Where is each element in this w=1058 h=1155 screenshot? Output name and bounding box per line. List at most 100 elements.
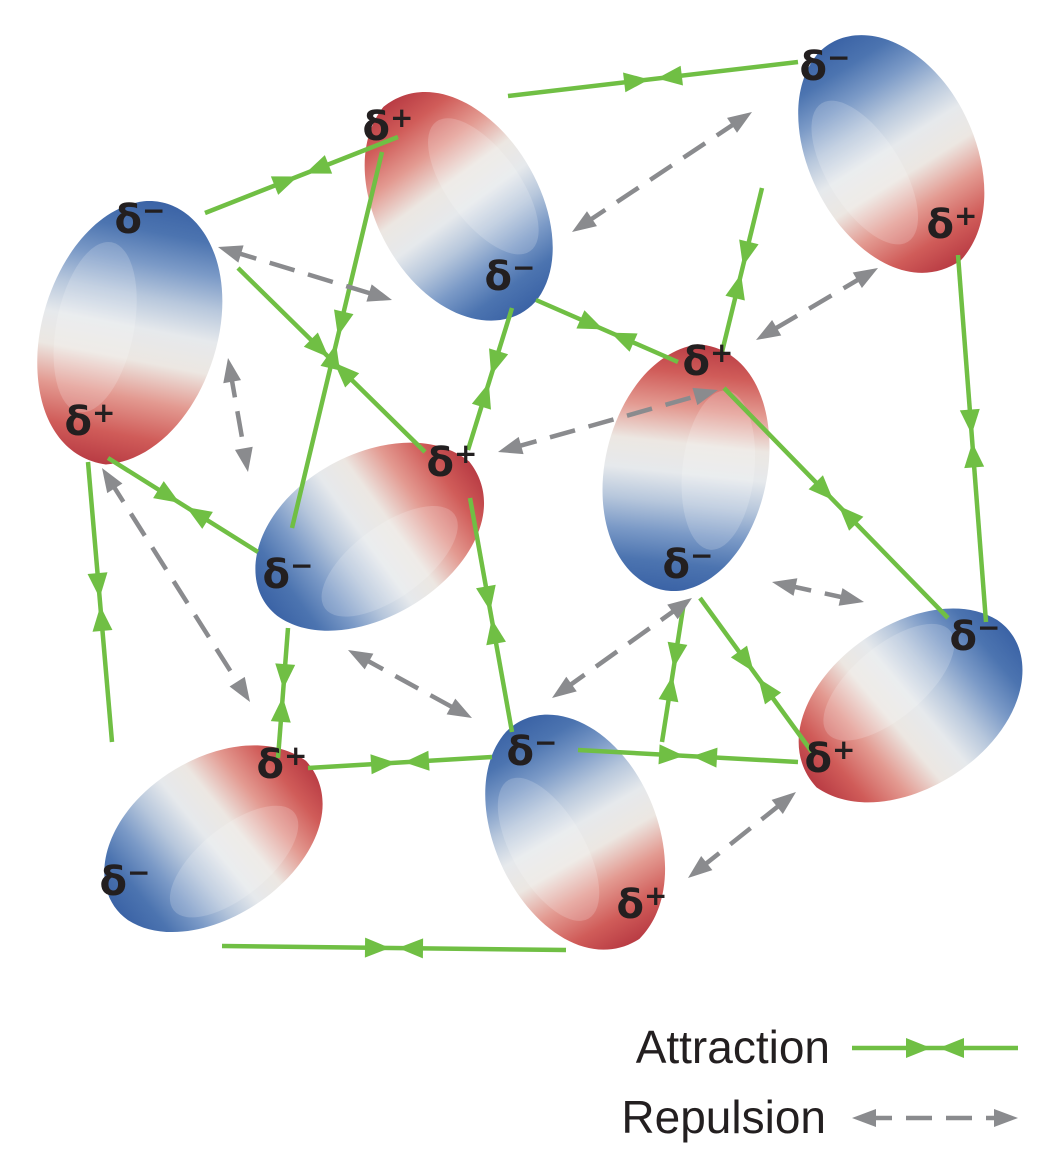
repulsion-arrowhead xyxy=(772,578,798,596)
attraction-arrowhead xyxy=(758,678,782,705)
attraction-arrowhead xyxy=(397,938,424,959)
molecule-left xyxy=(17,184,242,482)
attraction-arrowhead xyxy=(838,505,864,531)
legend-arrows-layer xyxy=(852,1038,1018,1127)
legend: Attraction Repulsion xyxy=(621,1021,1018,1143)
repulsion-line xyxy=(510,391,706,451)
attraction-line xyxy=(507,59,799,99)
repulsion-line xyxy=(582,117,742,227)
attraction-arrow-11 xyxy=(658,601,688,743)
attraction-arrow-1 xyxy=(507,59,799,99)
repulsion-arrowhead xyxy=(667,598,692,620)
attraction-arrowhead xyxy=(667,641,688,669)
attraction-arrowhead xyxy=(658,675,679,703)
attraction-line xyxy=(204,134,399,216)
attraction-arrow-legend xyxy=(852,1038,1018,1058)
repulsion-arrow-7 xyxy=(552,598,692,698)
attraction-arrows-layer xyxy=(85,59,989,959)
attraction-arrow-8 xyxy=(955,254,989,623)
attraction-line xyxy=(85,461,115,743)
repulsion-arrowhead xyxy=(852,1109,876,1127)
attraction-arrowhead xyxy=(471,382,491,410)
attraction-arrowhead xyxy=(959,408,980,435)
attraction-arrowhead xyxy=(656,65,683,86)
repulsion-arrow-legend xyxy=(852,1109,1018,1127)
molecule-bottom-center-delta-plus-label: δ+ xyxy=(617,879,668,928)
attraction-line xyxy=(221,943,567,953)
attraction-arrowhead xyxy=(320,343,340,371)
molecule-center-highlight xyxy=(321,506,458,617)
attraction-arrowhead xyxy=(489,348,509,376)
attraction-arrow-12 xyxy=(467,497,515,733)
molecule-middle xyxy=(591,335,781,600)
attraction-arrowhead xyxy=(725,273,745,301)
repulsion-line xyxy=(230,248,380,299)
attraction-arrowhead xyxy=(739,239,759,267)
molecule-left-highlight xyxy=(53,241,137,413)
molecule-right xyxy=(762,563,1058,849)
repulsion-arrowhead xyxy=(572,211,597,232)
molecule-bottom-left-highlight xyxy=(169,805,299,918)
repulsion-line xyxy=(785,582,851,602)
attraction-arrowhead xyxy=(964,442,985,469)
repulsion-line xyxy=(697,798,787,872)
attraction-arrowhead xyxy=(334,309,354,337)
repulsion-arrowhead xyxy=(727,112,752,133)
attraction-arrow-13 xyxy=(270,627,296,759)
attraction-arrow-15 xyxy=(85,461,115,743)
attraction-arrowhead xyxy=(270,696,291,723)
repulsion-arrowhead xyxy=(498,436,524,455)
attraction-arrowhead xyxy=(808,475,834,501)
attraction-arrowhead xyxy=(906,1038,931,1058)
attraction-arrow-17 xyxy=(577,744,799,768)
repulsion-arrowhead xyxy=(771,792,796,814)
repulsion-arrowhead xyxy=(223,358,242,384)
attraction-arrow-14 xyxy=(106,456,260,554)
attraction-arrowhead xyxy=(186,507,213,529)
attraction-arrowhead xyxy=(576,310,604,330)
repulsion-arrowhead xyxy=(692,387,718,406)
attraction-line xyxy=(289,151,385,529)
attraction-arrowhead xyxy=(275,663,296,690)
repulsion-arrow-10 xyxy=(756,268,878,340)
attraction-arrow-7 xyxy=(719,187,765,353)
attraction-arrow-10 xyxy=(698,596,814,754)
attraction-arrowhead xyxy=(730,645,754,672)
molecule-center xyxy=(221,396,519,675)
molecule-middle-highlight xyxy=(681,390,756,550)
molecule-top-center xyxy=(318,57,597,355)
attraction-arrow-5 xyxy=(465,307,515,451)
attraction-arrowhead xyxy=(270,176,298,195)
attraction-arrowhead xyxy=(939,1038,964,1058)
attraction-arrowhead xyxy=(486,618,506,646)
attraction-arrowhead xyxy=(305,155,333,174)
repulsion-arrow-8 xyxy=(772,578,864,606)
repulsion-arrow-2 xyxy=(218,245,392,302)
molecule-bottom-left xyxy=(70,700,358,976)
attraction-line xyxy=(106,456,260,554)
repulsion-arrowhead xyxy=(852,268,878,288)
repulsion-arrowhead xyxy=(234,446,253,472)
repulsion-arrowhead xyxy=(229,676,250,702)
repulsion-arrows-layer xyxy=(102,112,878,878)
attraction-line xyxy=(955,254,989,623)
repulsion-line xyxy=(228,371,248,459)
attraction-arrowhead xyxy=(87,572,108,599)
attraction-line xyxy=(719,187,765,353)
molecule-right-highlight xyxy=(823,623,955,741)
repulsion-arrow-6 xyxy=(498,387,718,455)
attraction-arrow-6 xyxy=(535,297,679,365)
attraction-arrowhead xyxy=(364,937,391,958)
molecules-layer xyxy=(17,2,1058,981)
attraction-line xyxy=(307,754,493,771)
molecule-top-right xyxy=(754,2,1030,306)
repulsion-arrow-1 xyxy=(572,112,752,232)
legend-attraction-label: Attraction xyxy=(636,1021,830,1073)
attraction-arrowhead xyxy=(153,481,180,503)
repulsion-arrow-9 xyxy=(688,792,796,878)
repulsion-arrowhead xyxy=(838,588,864,606)
attraction-arrowhead xyxy=(691,747,718,768)
attraction-arrow-4 xyxy=(289,151,385,529)
repulsion-arrowhead xyxy=(994,1109,1018,1127)
